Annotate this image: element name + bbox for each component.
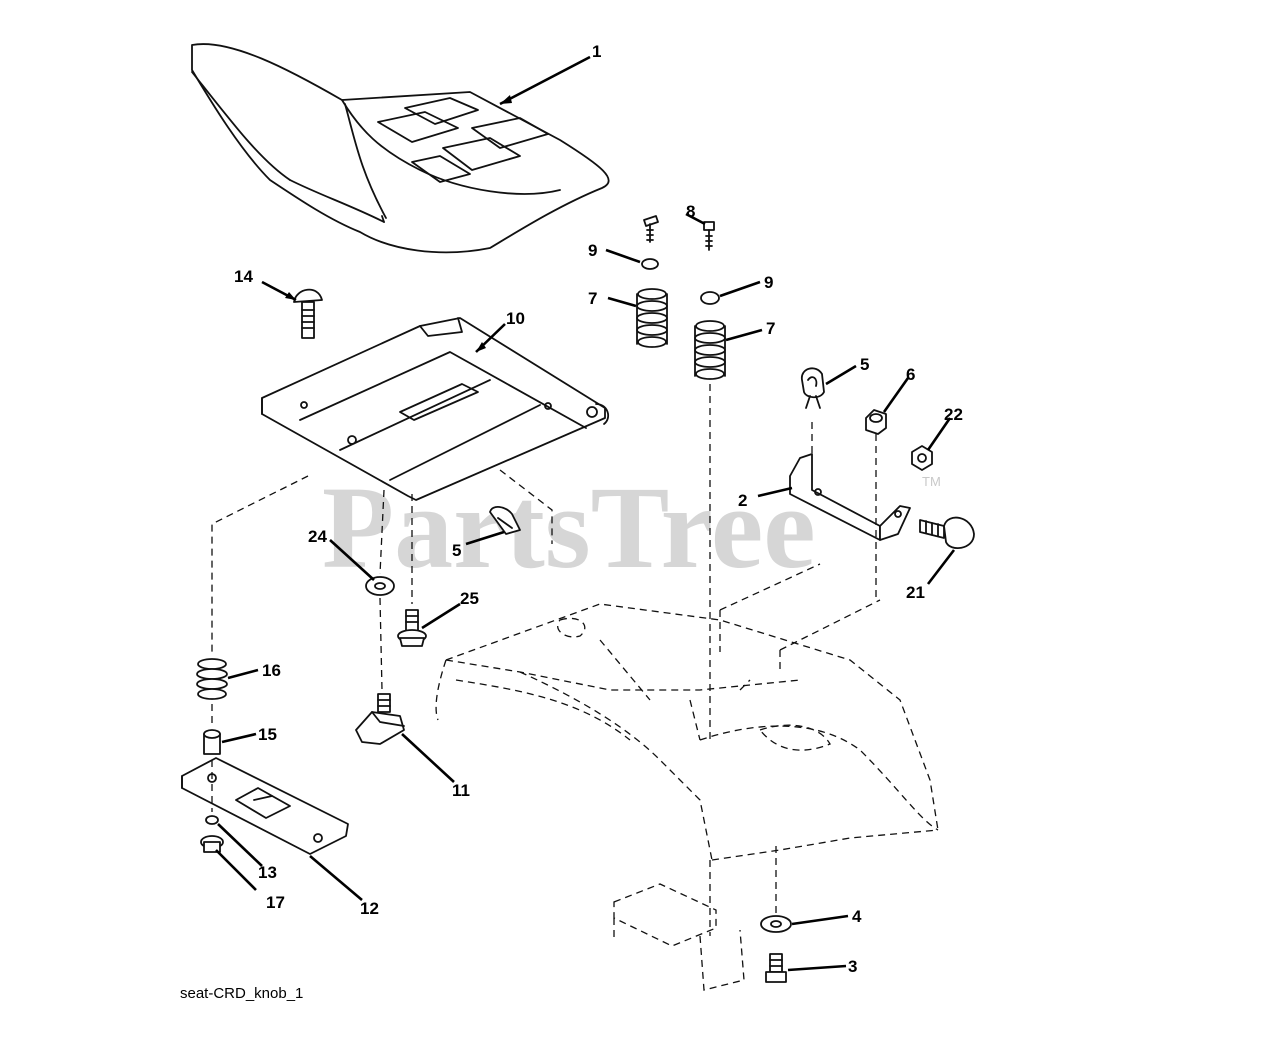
callout-17: 17 [266, 893, 285, 912]
watermark-trademark: TM [922, 474, 941, 489]
part-slide-plate[interactable] [181, 757, 349, 855]
part-lock-washer-right[interactable] [700, 291, 720, 305]
callout-6: 6 [906, 365, 915, 384]
callout-5-lower: 5 [452, 541, 461, 560]
part-clip-lower[interactable] [489, 506, 521, 535]
part-seat[interactable] [191, 43, 610, 254]
callout-11: 11 [452, 781, 470, 800]
part-washer-4[interactable] [760, 915, 792, 933]
callout-7-right: 7 [766, 319, 775, 338]
callout-25: 25 [460, 589, 479, 608]
part-seat-pan[interactable] [261, 317, 610, 501]
part-knob[interactable] [355, 693, 405, 745]
part-washer-13[interactable] [205, 815, 219, 825]
part-spacer[interactable] [203, 729, 221, 755]
diagram-caption: seat-CRD_knob_1 [180, 985, 303, 1002]
part-clip-upper[interactable] [801, 367, 825, 409]
part-spring-right[interactable] [694, 320, 726, 380]
callout-7-left: 7 [588, 289, 597, 308]
callout-numbers: 1 2 3 4 5 5 6 7 7 8 9 9 10 11 12 13 14 1… [234, 42, 963, 976]
part-carriage-bolt[interactable] [293, 288, 323, 339]
callout-16: 16 [262, 661, 281, 680]
part-spring-16[interactable] [196, 658, 228, 700]
part-screw-left[interactable] [643, 215, 659, 243]
part-bracket[interactable] [789, 453, 911, 541]
callout-10: 10 [506, 309, 525, 328]
part-frame-fender [435, 603, 939, 861]
part-mounting-bracket [613, 883, 745, 991]
callout-5-upper: 5 [860, 355, 869, 374]
part-washer-24[interactable] [365, 576, 395, 596]
part-shoulder-bolt[interactable] [919, 516, 975, 549]
part-nut-17[interactable] [200, 835, 224, 853]
callout-22: 22 [944, 405, 963, 424]
part-nut[interactable] [865, 409, 887, 435]
assembly-lines [211, 384, 881, 936]
part-screw-right[interactable] [703, 221, 715, 251]
callout-12: 12 [360, 899, 379, 918]
callout-8: 8 [686, 202, 695, 221]
callout-9-left: 9 [588, 241, 597, 260]
part-lock-washer-left[interactable] [641, 258, 659, 270]
callout-15: 15 [258, 725, 277, 744]
callout-2: 2 [738, 491, 747, 510]
callout-13: 13 [258, 863, 277, 882]
callout-14: 14 [234, 267, 253, 286]
callout-24: 24 [308, 527, 327, 546]
leader-lines [215, 55, 956, 972]
part-bolt-3[interactable] [765, 953, 787, 983]
callout-9-right: 9 [764, 273, 773, 292]
callout-1: 1 [592, 42, 601, 61]
callout-21: 21 [906, 583, 925, 602]
part-flange-bolt[interactable] [397, 609, 427, 647]
callout-3: 3 [848, 957, 857, 976]
part-spring-left[interactable] [636, 288, 668, 348]
part-hex-nut[interactable] [911, 445, 933, 471]
callout-4: 4 [852, 907, 862, 926]
